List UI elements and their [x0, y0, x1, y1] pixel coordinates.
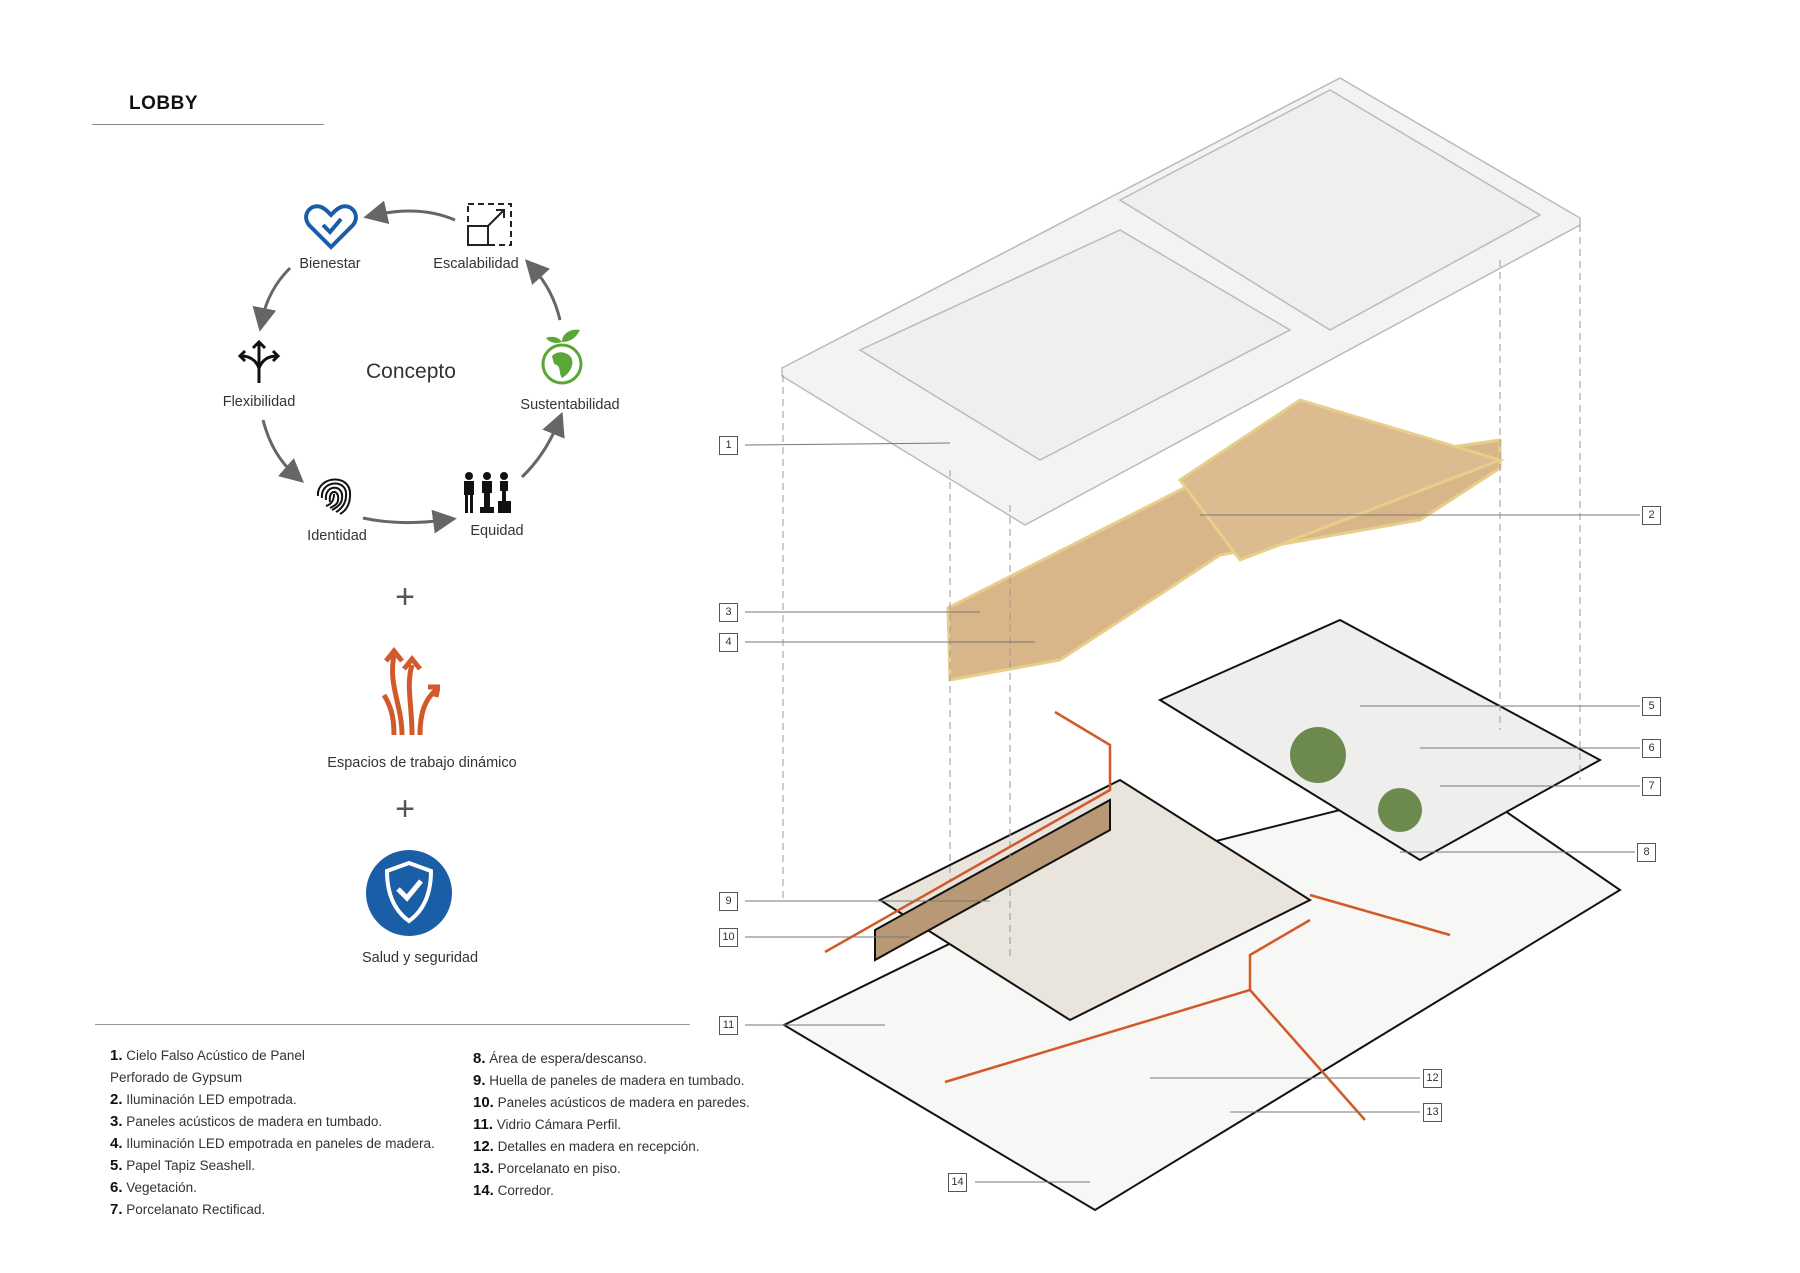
- concept-label-salud: Salud y seguridad: [361, 950, 479, 966]
- callout-2: 2: [1642, 506, 1661, 525]
- page-title: LOBBY: [129, 93, 198, 114]
- wood-ceiling-panels: [946, 398, 1505, 682]
- legend-item-7: 7. Porcelanato Rectificad.: [110, 1201, 266, 1218]
- callout-5: 5: [1642, 697, 1661, 716]
- callout-leader-lines: [744, 442, 1640, 1183]
- title-divider: [92, 124, 324, 125]
- legend-item-2: 2. Iluminación LED empotrada.: [110, 1091, 297, 1108]
- legend-item-13: 13. Porcelanato en piso.: [473, 1160, 621, 1177]
- split-arrows-icon: [237, 339, 281, 383]
- legend-item-14: 14. Corredor.: [473, 1182, 554, 1199]
- plus-sign-2: +: [395, 790, 415, 828]
- callout-1: 1: [719, 436, 738, 455]
- concept-cycle-arrows: [252, 200, 565, 534]
- callout-12: 12: [1423, 1069, 1442, 1088]
- legend-item-11: 11. Vidrio Cámara Perfil.: [473, 1116, 622, 1133]
- callout-8: 8: [1637, 843, 1656, 862]
- callout-14: 14: [948, 1173, 967, 1192]
- callout-10: 10: [719, 928, 738, 947]
- concept-label-espacios: Espacios de trabajo dinámico: [327, 755, 517, 771]
- plus-sign: +: [395, 578, 415, 616]
- callout-4: 4: [719, 633, 738, 652]
- globe-sprout-icon: [541, 329, 583, 385]
- concept-label-equidad: Equidad: [470, 523, 524, 539]
- vegetation: [1290, 727, 1422, 832]
- scale-up-icon: [467, 203, 512, 246]
- callout-7: 7: [1642, 777, 1661, 796]
- ceiling-slab: [781, 77, 1581, 526]
- concept-label-bienestar: Bienestar: [299, 256, 361, 272]
- concept-label-escalabilidad: Escalabilidad: [433, 256, 519, 272]
- callout-13: 13: [1423, 1103, 1442, 1122]
- legend-divider: [95, 1024, 690, 1025]
- concept-label-flexibilidad: Flexibilidad: [222, 394, 296, 410]
- dynamic-arrows-icon: [381, 646, 440, 736]
- legend-item-3: 3. Paneles acústicos de madera en tumbad…: [110, 1113, 383, 1130]
- heart-check-icon: [304, 204, 358, 250]
- legend-item-9: 9. Huella de paneles de madera en tumbad…: [473, 1072, 745, 1089]
- legend-column-2: 8. Área de espera/descanso. 9. Huella de…: [473, 1048, 750, 1202]
- legend-item-6: 6. Vegetación.: [110, 1179, 197, 1196]
- fingerprint-icon: [316, 478, 352, 515]
- circulation-arrows: [824, 710, 1451, 1121]
- vertical-projection-lines: [782, 225, 1581, 960]
- callout-6: 6: [1642, 739, 1661, 758]
- people-podium-icon: [464, 472, 511, 513]
- concept-label-sustentabilidad: Sustentabilidad: [520, 397, 620, 413]
- legend-item-5: 5. Papel Tapiz Seashell.: [110, 1157, 256, 1174]
- legend-item-8: 8. Área de espera/descanso.: [473, 1050, 647, 1067]
- legend-item-4: 4. Iluminación LED empotrada en paneles …: [110, 1135, 435, 1152]
- concept-label-identidad: Identidad: [307, 528, 367, 544]
- legend-item-12: 12. Detalles en madera en recepción.: [473, 1138, 700, 1155]
- callout-11: 11: [719, 1016, 738, 1035]
- callout-3: 3: [719, 603, 738, 622]
- concept-center-label: Concepto: [366, 360, 456, 383]
- shield-check-icon: [366, 850, 452, 936]
- legend-item-10: 10. Paneles acústicos de madera en pared…: [473, 1094, 750, 1111]
- floor-plan-model: [781, 618, 1622, 1212]
- callout-9: 9: [719, 892, 738, 911]
